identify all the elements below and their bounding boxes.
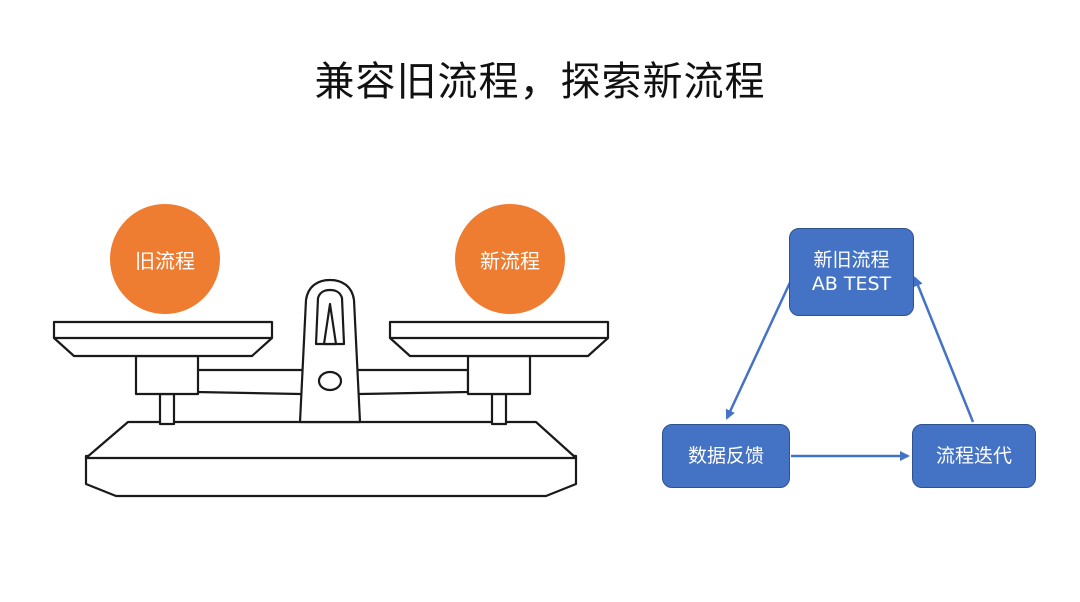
arrow-right-to-top — [913, 276, 975, 423]
process-iteration-box: 流程迭代 — [912, 424, 1036, 488]
ab-test-line2: AB TEST — [811, 273, 892, 295]
new-process-label: 新流程 — [480, 248, 540, 273]
ab-test-line1: 新旧流程 — [813, 249, 890, 271]
pointer-needle — [322, 302, 338, 346]
ab-test-box: 新旧流程 AB TEST — [789, 228, 914, 316]
process-iteration-label: 流程迭代 — [935, 445, 1012, 467]
data-feedback-label: 数据反馈 — [687, 445, 764, 467]
new-process-circle: 新流程 — [455, 204, 565, 314]
scale-base-bottom — [84, 454, 578, 498]
center-knob — [317, 370, 343, 392]
right-pan-block — [466, 354, 532, 396]
old-process-circle: 旧流程 — [110, 204, 220, 314]
data-feedback-box: 数据反馈 — [662, 424, 790, 488]
left-post — [158, 392, 176, 426]
scale-base-top — [84, 420, 578, 460]
left-pan-block — [134, 354, 200, 396]
center-pillar — [298, 278, 362, 424]
right-post — [490, 392, 508, 426]
slide-title: 兼容旧流程，探索新流程 — [314, 59, 766, 105]
old-process-label: 旧流程 — [135, 248, 195, 273]
arrow-top-to-left — [725, 275, 795, 420]
